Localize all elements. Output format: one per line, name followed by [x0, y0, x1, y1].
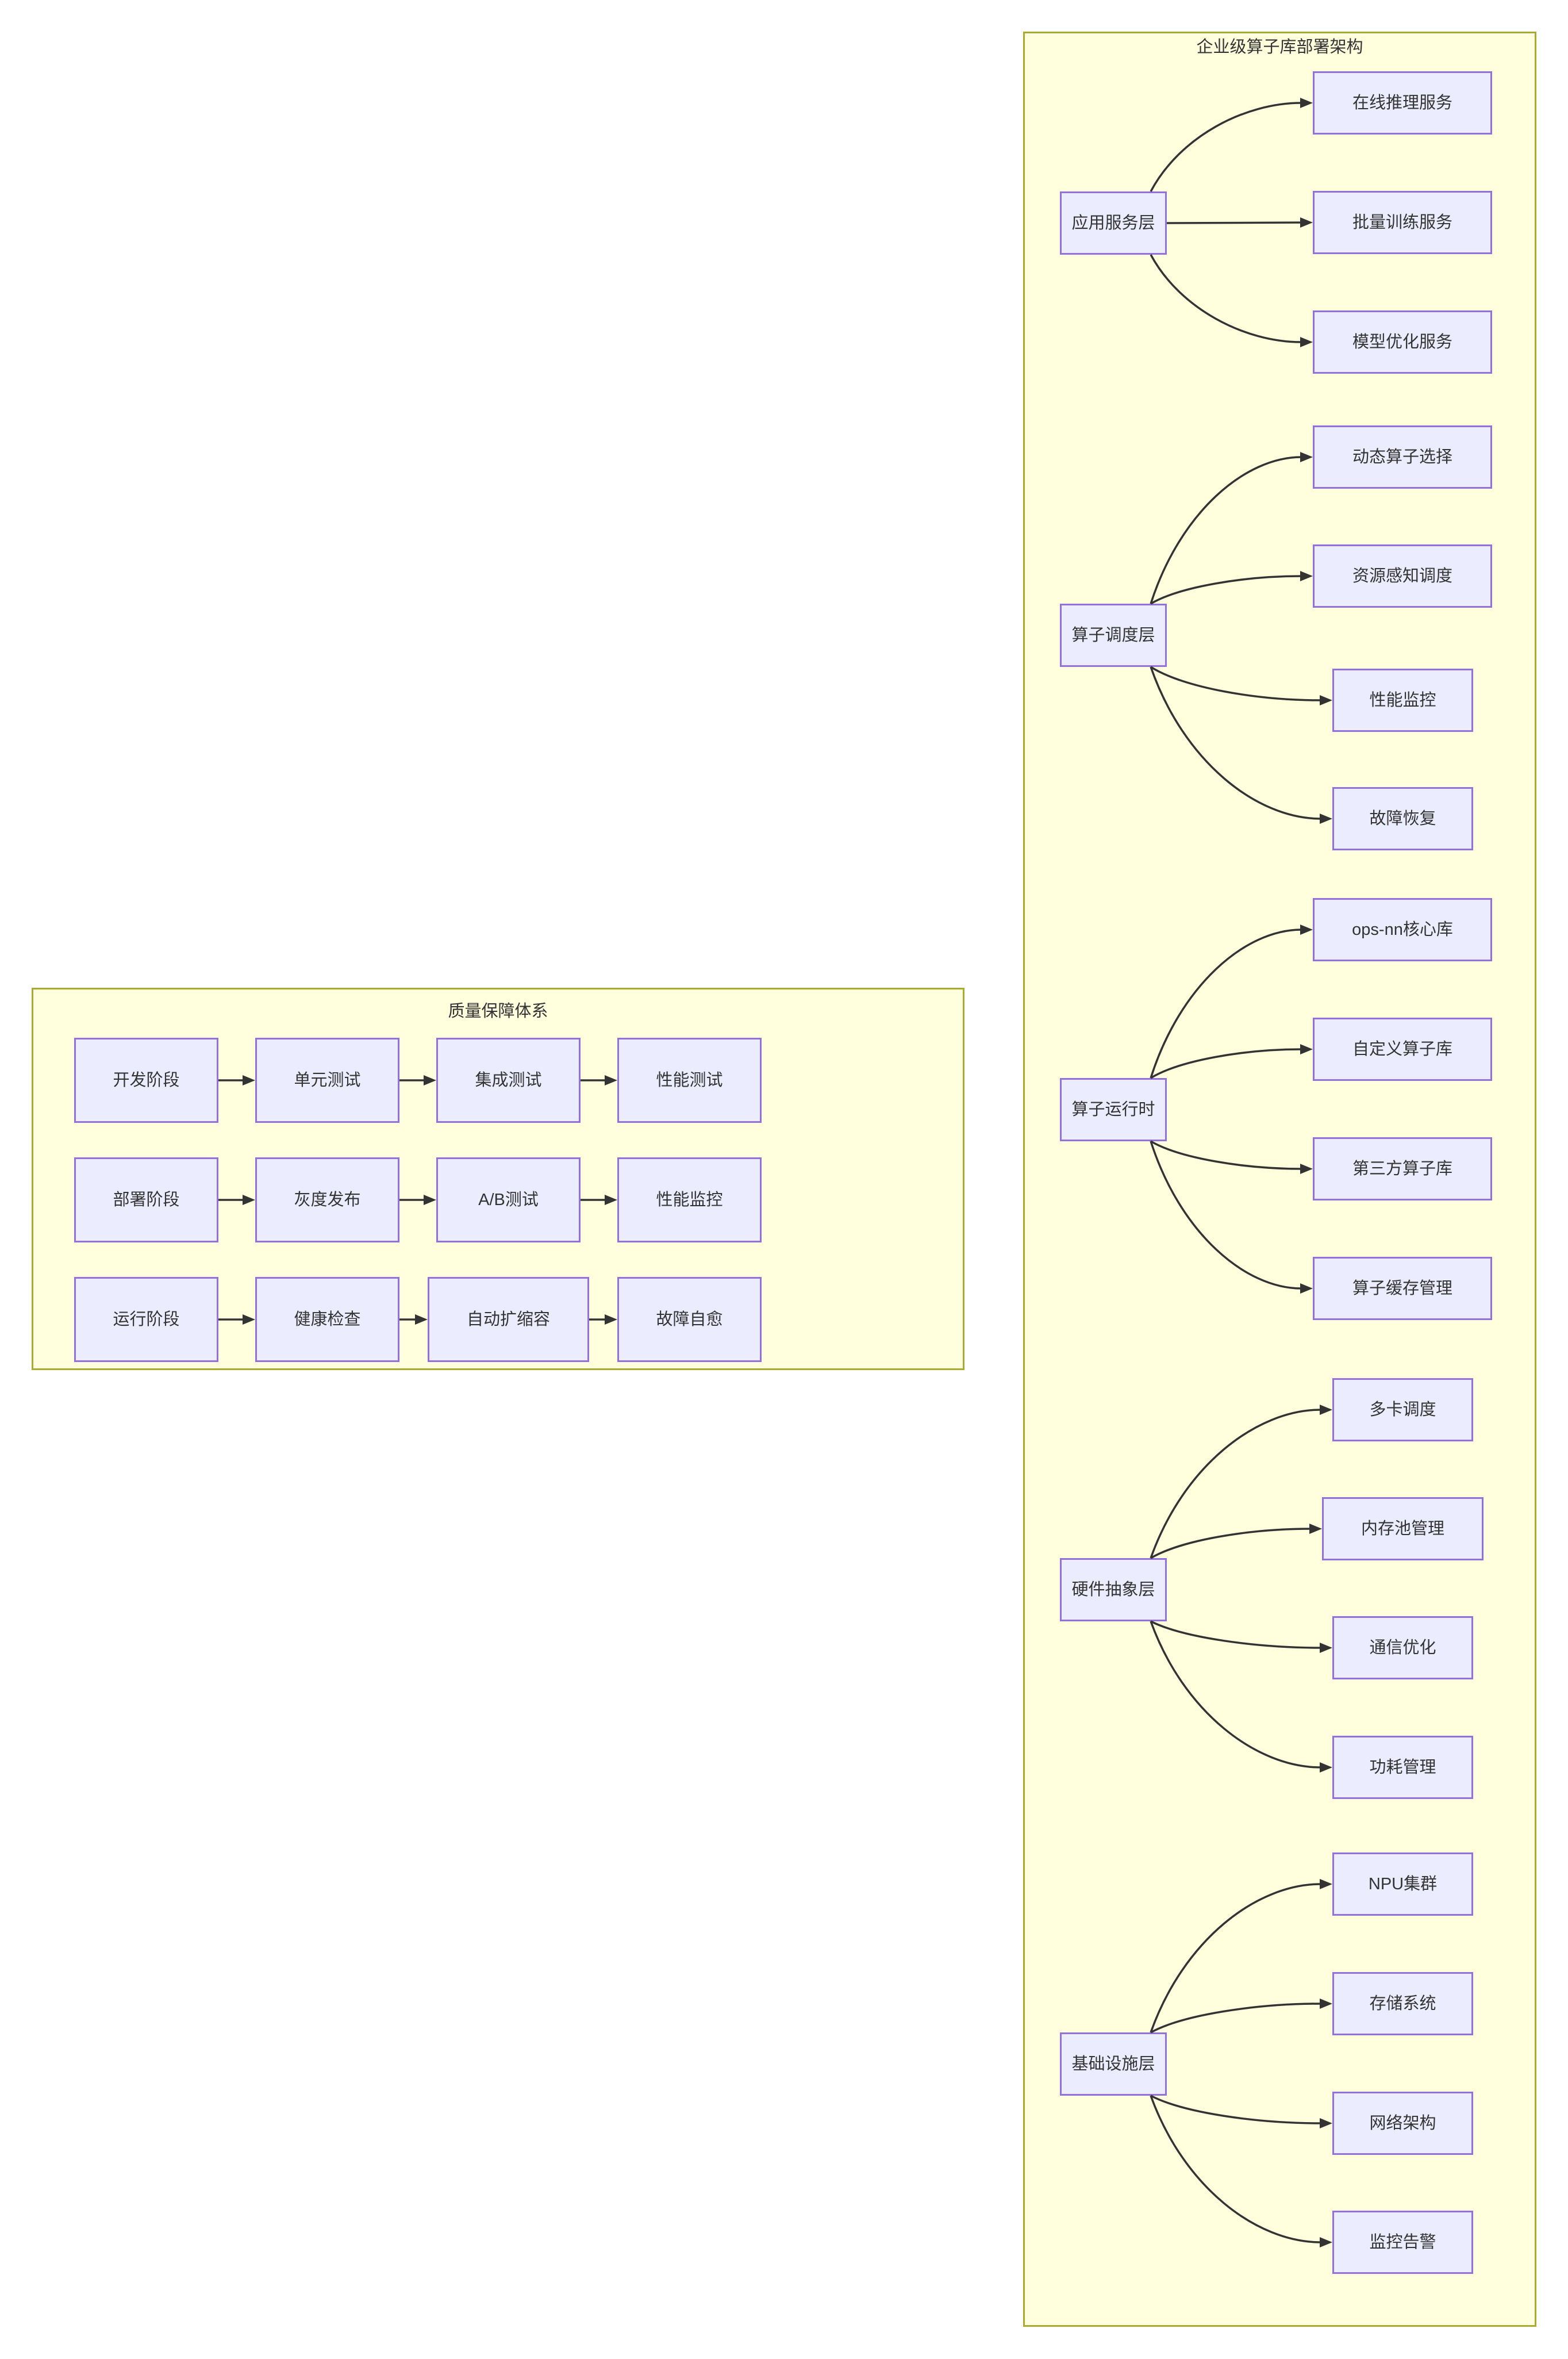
- layer-node-3[interactable]: 硬件抽象层: [1060, 1558, 1167, 1621]
- node-label: 通信优化: [1369, 1638, 1436, 1657]
- layer-node-0[interactable]: 应用服务层: [1060, 191, 1167, 255]
- quality-node-10[interactable]: 自动扩缩容: [428, 1277, 589, 1362]
- layer-node-2[interactable]: 算子运行时: [1060, 1078, 1167, 1141]
- node-label: 动态算子选择: [1352, 447, 1452, 466]
- node-label: 在线推理服务: [1352, 93, 1452, 112]
- layer-2-child-0[interactable]: ops-nn核心库: [1313, 898, 1492, 961]
- node-label: 多卡调度: [1369, 1400, 1436, 1419]
- layer-1-child-3[interactable]: 故障恢复: [1332, 787, 1473, 850]
- node-label: 部署阶段: [113, 1190, 180, 1209]
- node-label: 算子运行时: [1071, 1100, 1155, 1119]
- layer-1-child-0[interactable]: 动态算子选择: [1313, 425, 1492, 489]
- layer-0-child-1[interactable]: 批量训练服务: [1313, 191, 1492, 254]
- layer-2-child-2[interactable]: 第三方算子库: [1313, 1137, 1492, 1200]
- node-label: 算子缓存管理: [1352, 1279, 1452, 1298]
- node-label: 运行阶段: [113, 1310, 180, 1329]
- node-label: 性能监控: [656, 1190, 723, 1209]
- layer-4-child-2[interactable]: 网络架构: [1332, 2092, 1473, 2155]
- quality-node-3[interactable]: 性能测试: [617, 1038, 762, 1123]
- layer-1-child-2[interactable]: 性能监控: [1332, 669, 1473, 732]
- node-label: 网络架构: [1369, 2113, 1436, 2132]
- node-label: ops-nn核心库: [1352, 920, 1453, 939]
- quality-node-11[interactable]: 故障自愈: [617, 1277, 762, 1362]
- layer-2-child-1[interactable]: 自定义算子库: [1313, 1018, 1492, 1081]
- node-label: 灰度发布: [294, 1190, 361, 1209]
- node-label: 第三方算子库: [1352, 1159, 1452, 1178]
- node-label: 存储系统: [1369, 1994, 1436, 2013]
- layer-2-child-3[interactable]: 算子缓存管理: [1313, 1257, 1492, 1320]
- node-label: 故障恢复: [1369, 809, 1436, 828]
- node-label: 模型优化服务: [1352, 332, 1452, 351]
- node-label: 自定义算子库: [1352, 1040, 1452, 1058]
- layer-4-child-0[interactable]: NPU集群: [1332, 1852, 1473, 1916]
- quality-node-8[interactable]: 运行阶段: [74, 1277, 218, 1362]
- node-label: 集成测试: [475, 1071, 542, 1090]
- node-label: 应用服务层: [1071, 213, 1155, 232]
- layer-node-4[interactable]: 基础设施层: [1060, 2032, 1167, 2096]
- layer-0-child-2[interactable]: 模型优化服务: [1313, 310, 1492, 374]
- node-label: 单元测试: [294, 1071, 361, 1090]
- node-label: 性能监控: [1369, 691, 1436, 709]
- node-label: A/B测试: [478, 1190, 539, 1209]
- node-label: 资源感知调度: [1352, 566, 1452, 585]
- quality-node-5[interactable]: 灰度发布: [255, 1157, 399, 1242]
- layer-3-child-0[interactable]: 多卡调度: [1332, 1378, 1473, 1441]
- layer-node-1[interactable]: 算子调度层: [1060, 604, 1167, 667]
- node-label: 性能测试: [656, 1071, 723, 1090]
- node-label: NPU集群: [1368, 1874, 1438, 1893]
- node-label: 硬件抽象层: [1071, 1580, 1155, 1599]
- layer-1-child-1[interactable]: 资源感知调度: [1313, 544, 1492, 608]
- cluster-title-quality: 质量保障体系: [448, 1002, 548, 1021]
- cluster-title-enterprise: 企业级算子库部署架构: [1196, 38, 1363, 56]
- quality-node-7[interactable]: 性能监控: [617, 1157, 762, 1242]
- node-label: 功耗管理: [1369, 1758, 1436, 1777]
- quality-node-1[interactable]: 单元测试: [255, 1038, 399, 1123]
- layer-3-child-1[interactable]: 内存池管理: [1322, 1497, 1484, 1560]
- layer-4-child-1[interactable]: 存储系统: [1332, 1972, 1473, 2035]
- node-label: 算子调度层: [1071, 626, 1155, 645]
- node-label: 自动扩缩容: [466, 1310, 550, 1329]
- layer-4-child-3[interactable]: 监控告警: [1332, 2211, 1473, 2274]
- node-label: 内存池管理: [1361, 1519, 1444, 1538]
- node-label: 健康检查: [294, 1310, 361, 1329]
- node-label: 监控告警: [1369, 2233, 1436, 2251]
- quality-node-9[interactable]: 健康检查: [255, 1277, 399, 1362]
- node-label: 基础设施层: [1071, 2054, 1155, 2073]
- quality-node-4[interactable]: 部署阶段: [74, 1157, 218, 1242]
- quality-node-6[interactable]: A/B测试: [436, 1157, 581, 1242]
- node-label: 批量训练服务: [1352, 213, 1452, 232]
- quality-node-2[interactable]: 集成测试: [436, 1038, 581, 1123]
- layer-3-child-2[interactable]: 通信优化: [1332, 1616, 1473, 1679]
- node-label: 故障自愈: [656, 1310, 723, 1329]
- layer-0-child-0[interactable]: 在线推理服务: [1313, 71, 1492, 135]
- layer-3-child-3[interactable]: 功耗管理: [1332, 1736, 1473, 1799]
- quality-node-0[interactable]: 开发阶段: [74, 1038, 218, 1123]
- node-label: 开发阶段: [113, 1071, 180, 1090]
